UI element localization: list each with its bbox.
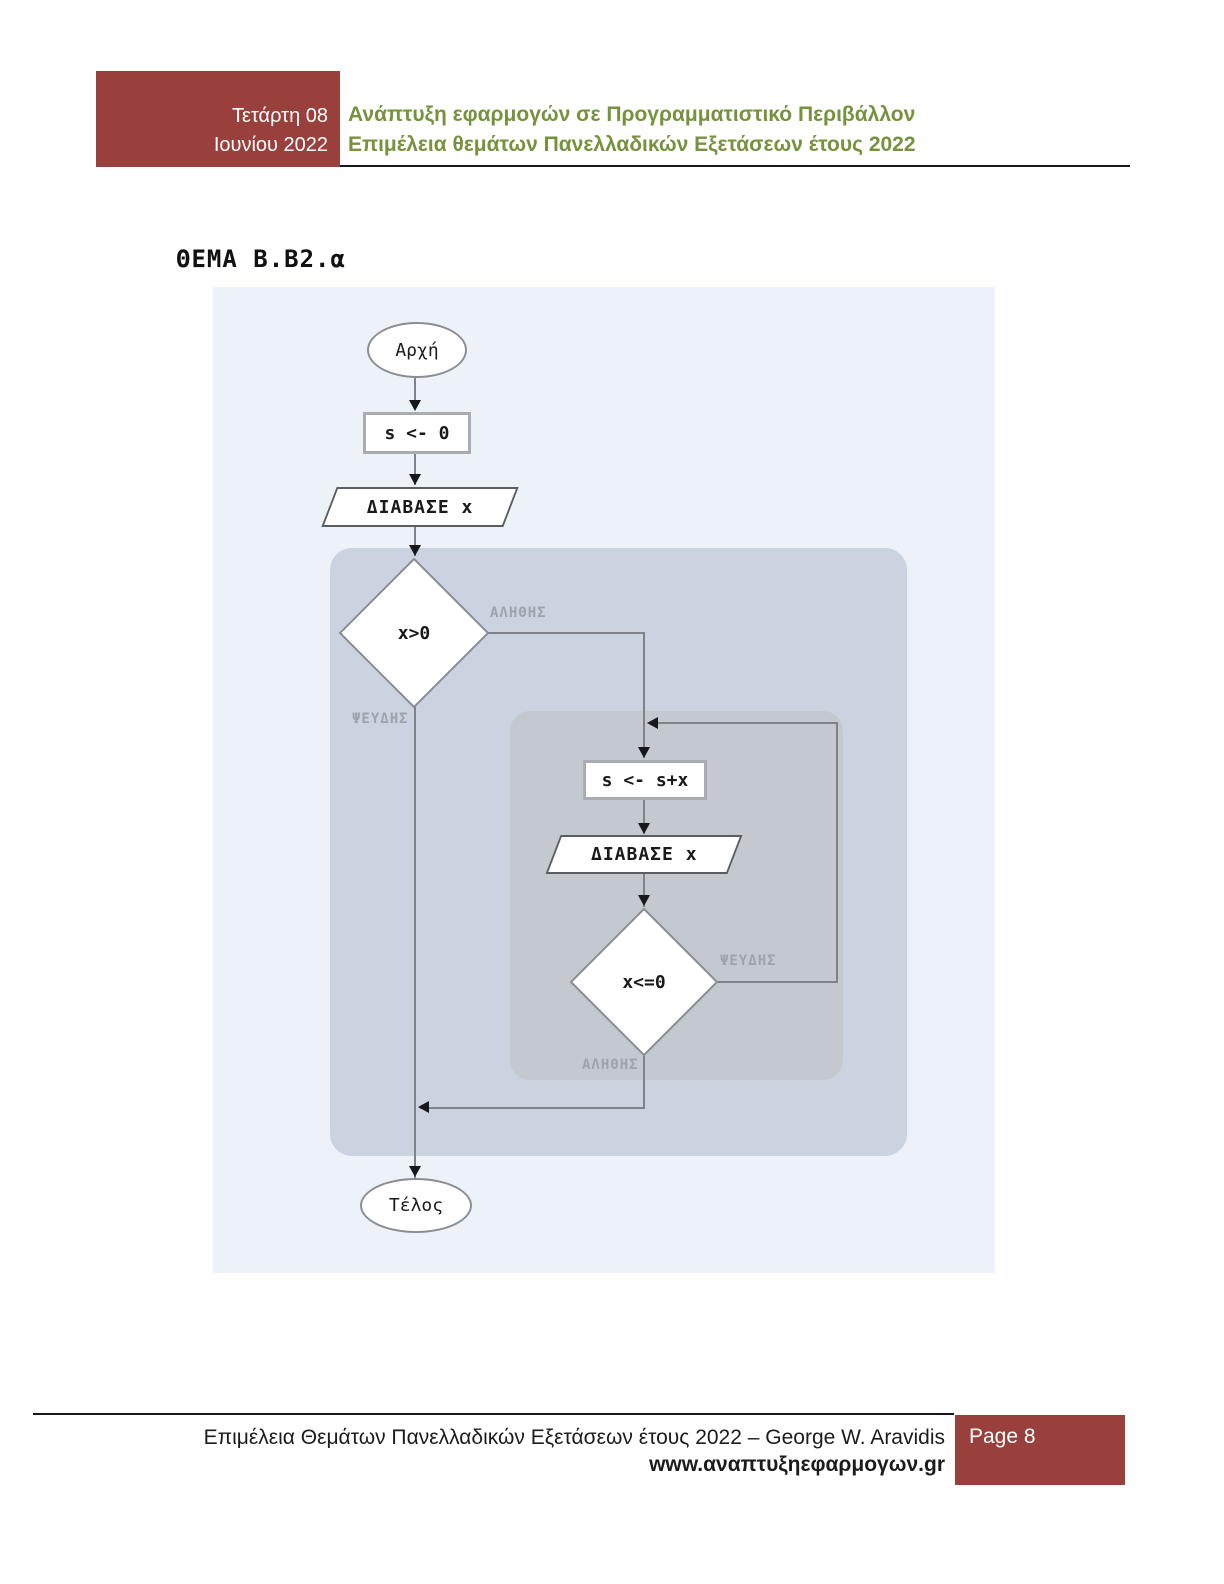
header-date: Τετάρτη 08 Ιουνίου 2022 — [214, 102, 328, 160]
connector-decision2-true-v — [643, 1056, 645, 1108]
read2-io: ΔΙΑΒΑΣΕ x — [545, 835, 743, 874]
end-terminal-label: Τέλος — [388, 1195, 444, 1216]
init-process: s <- 0 — [363, 412, 471, 454]
arrowhead-into-decision2 — [638, 895, 650, 906]
arrowhead-into-end — [409, 1166, 421, 1177]
decision1-true-branch-label: ΑΛΗΘΗΣ — [490, 605, 547, 621]
connector-decision1-true-h — [487, 632, 645, 634]
arrowhead-loopback-junction — [647, 717, 658, 729]
footer-url: www.αναπτυξηεφαρμογων.gr — [649, 1453, 945, 1476]
page-number: Page 8 — [969, 1425, 1036, 1448]
read2-io-label: ΔΙΑΒΑΣΕ x — [590, 844, 698, 865]
footer-text: Επιμέλεια Θεμάτων Πανελλαδικών Εξετάσεων… — [150, 1424, 945, 1478]
decision1-diamond — [339, 558, 489, 708]
start-terminal: Αρχή — [367, 322, 467, 378]
decision2-false-branch-label: ΨΕΥΔΗΣ — [720, 953, 777, 969]
assign-process: s <- s+x — [583, 760, 707, 800]
decision2-diamond — [570, 908, 718, 1056]
arrowhead-exit-junction — [418, 1101, 429, 1113]
decision1-false-branch-label: ΨΕΥΔΗΣ — [352, 711, 409, 727]
header-title-line2: Επιμέλεια θεμάτων Πανελλαδικών Εξετάσεων… — [348, 133, 916, 156]
connector-loopback-h — [650, 722, 838, 724]
page-number-box: Page 8 — [955, 1415, 1125, 1485]
connector-read1-to-decision1 — [414, 527, 416, 556]
connector-decision1-true-v — [643, 632, 645, 758]
connector-start-to-init — [414, 378, 416, 408]
flowchart-panel: Αρχή s <- 0 ΔΙΑΒΑΣΕ x x>0 ΑΛΗΘΗΣ ΨΕΥΔΗΣ … — [213, 287, 995, 1273]
footer-rule — [33, 1413, 954, 1415]
connector-assign-to-read2 — [643, 800, 645, 834]
header-date-line2: Ιουνίου 2022 — [213, 134, 328, 156]
header-date-line1: Τετάρτη 08 — [231, 105, 328, 127]
connector-read2-to-decision2 — [643, 874, 645, 907]
section-title: ΘΕΜΑ B.B2.α — [176, 245, 346, 273]
connector-init-to-read1 — [414, 454, 416, 485]
arrowhead-into-read1 — [409, 474, 421, 485]
decision1-label: x>0 — [397, 622, 431, 644]
header-title-line1: Ανάπτυξη εφαρμογών σε Προγραμματιστικό Π… — [348, 103, 916, 126]
arrowhead-into-init — [409, 400, 421, 411]
connector-decision2-true-h — [420, 1107, 645, 1109]
arrowhead-into-decision1 — [409, 545, 421, 556]
decision2-true-branch-label: ΑΛΗΘΗΣ — [582, 1057, 639, 1073]
connector-decision1-false-v — [414, 707, 416, 1178]
assign-process-label: s <- s+x — [601, 769, 689, 791]
arrowhead-into-assign — [638, 747, 650, 758]
init-process-label: s <- 0 — [384, 422, 450, 444]
start-terminal-label: Αρχή — [395, 339, 439, 361]
footer-credit: Επιμέλεια Θεμάτων Πανελλαδικών Εξετάσεων… — [203, 1426, 945, 1449]
arrowhead-into-read2 — [638, 823, 650, 834]
header-date-box: Τετάρτη 08 Ιουνίου 2022 — [96, 71, 340, 167]
decision2-label: x<=0 — [622, 971, 666, 993]
read1-io: ΔΙΑΒΑΣΕ x — [321, 487, 519, 527]
end-terminal: Τέλος — [360, 1178, 472, 1233]
header-rule — [340, 165, 1130, 167]
read1-io-label: ΔΙΑΒΑΣΕ x — [366, 496, 474, 518]
connector-loopback-v — [836, 722, 838, 982]
header-title: Ανάπτυξη εφαρμογών σε Προγραμματιστικό Π… — [348, 100, 1048, 160]
connector-decision2-false-h — [718, 981, 838, 983]
